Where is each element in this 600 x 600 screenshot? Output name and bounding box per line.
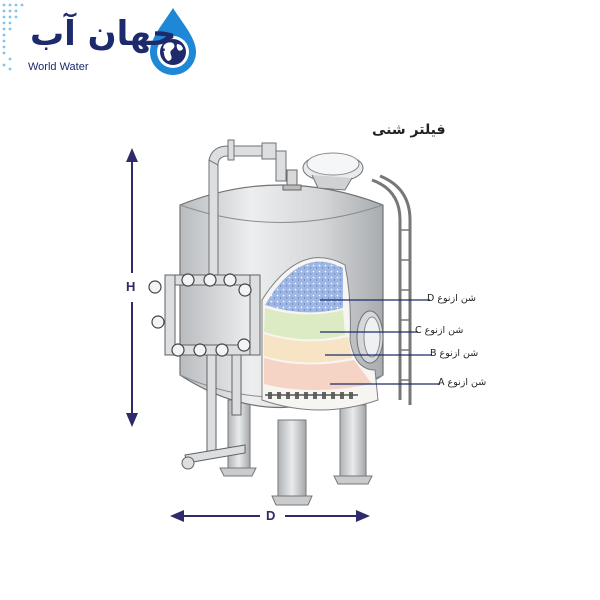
tank-ladder xyxy=(371,174,412,405)
layer-label-b: شن ازنوع B xyxy=(430,348,479,359)
height-dimension-label: H xyxy=(126,279,136,294)
manifold-valves xyxy=(148,273,252,357)
inlet-piping xyxy=(208,139,287,281)
top-manhole xyxy=(302,152,364,191)
tank-legs xyxy=(219,399,373,506)
height-dimension-arrow xyxy=(126,148,138,427)
water-drop-globe-icon xyxy=(150,8,196,75)
layer-a-media xyxy=(264,358,372,390)
top-vent xyxy=(282,169,302,191)
layer-label-a: شن ازنوع A xyxy=(438,377,487,388)
logo-dot-pattern xyxy=(2,3,24,71)
layer-leader-lines xyxy=(320,299,440,385)
diameter-dimension-label: D xyxy=(266,508,276,523)
layer-label-d: شن ازنوع D xyxy=(427,293,477,304)
diagram-title: فیلتر شنی xyxy=(372,122,446,138)
layer-label-c: شن ازنوع C xyxy=(415,325,464,336)
underdrain-nozzles xyxy=(265,392,358,399)
logo-text-en: World Water xyxy=(28,61,89,73)
logo-text-fa: جهان آب xyxy=(30,14,177,54)
side-manhole xyxy=(356,310,384,364)
diameter-dimension-arrow xyxy=(170,510,370,522)
